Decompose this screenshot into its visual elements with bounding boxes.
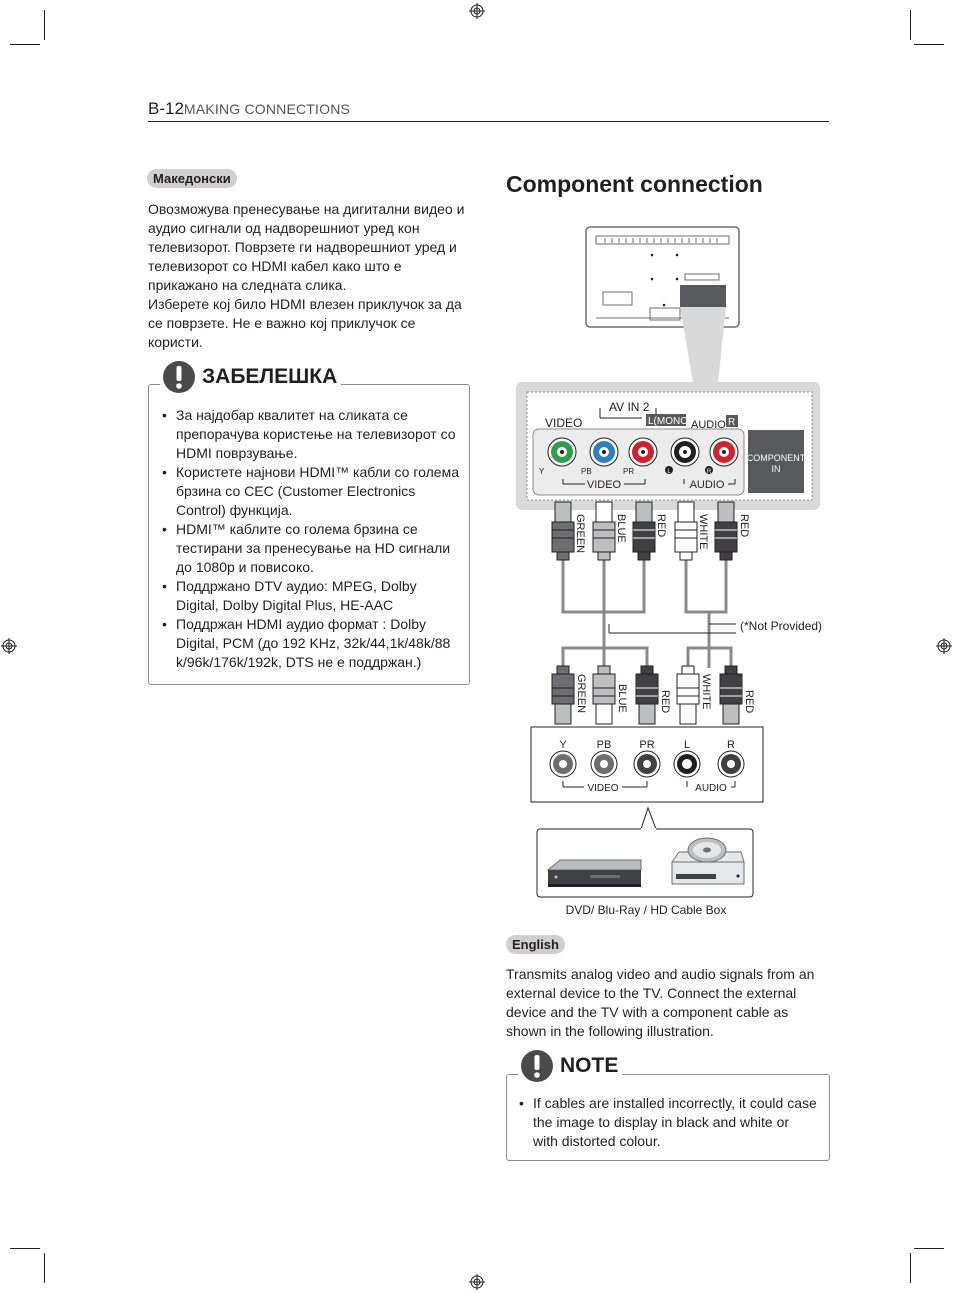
tv-back-illustration	[585, 226, 740, 328]
video-bottom-label: VIDEO	[587, 479, 622, 491]
device-jack-panel: Y PB PR L R VIDEO AUDIO	[530, 726, 764, 803]
cable-label: WHITE	[697, 514, 709, 549]
l-dot-label: L	[667, 469, 671, 475]
cable-label: GREEN	[575, 674, 587, 713]
note-item: HDMI™ каблите со голема брзина се тестир…	[160, 520, 460, 577]
language-label-macedonian: Македонски	[147, 169, 237, 188]
component-connection-diagram: COMPONENT IN AV IN 2 VIDEO L(MONO) AUDIO…	[516, 226, 822, 917]
registration-mark-icon	[469, 1274, 485, 1290]
cable-labels-top: GREEN BLUE RED WHITE RED	[574, 514, 750, 553]
note-list: If cables are installed incorrectly, it …	[517, 1094, 817, 1151]
note-box-english: If cables are installed incorrectly, it …	[506, 1074, 830, 1161]
cable-label: GREEN	[574, 514, 586, 553]
note-list: За најдобар квалитет на сликата се препо…	[160, 406, 460, 672]
note-title: NOTE	[560, 1054, 619, 1077]
plug-set-top	[551, 501, 738, 561]
cable-label: BLUE	[615, 514, 627, 543]
cable-label: RED	[743, 690, 755, 713]
pb-label: PB	[597, 739, 612, 751]
video-label: VIDEO	[587, 783, 618, 794]
section-title: MAKING CONNECTIONS	[183, 101, 351, 117]
note-item: За најдобар квалитет на сликата се препо…	[160, 406, 460, 463]
video-label: VIDEO	[545, 416, 582, 430]
component-in-label: IN	[772, 464, 781, 474]
r-label: R	[728, 417, 735, 428]
note-item: If cables are installed incorrectly, it …	[517, 1094, 817, 1151]
component-in-label: COMPONENT	[747, 453, 806, 463]
crop-mark	[910, 10, 911, 40]
cable-label: RED	[659, 690, 671, 713]
pb-label: PB	[581, 467, 592, 476]
cable-label: RED	[738, 514, 750, 537]
note-item: Поддржано DTV аудио: MPEG, Dolby Digital…	[160, 577, 460, 615]
language-label-english: English	[506, 935, 565, 954]
av-in-label: AV IN 2	[609, 400, 650, 414]
crop-mark	[914, 44, 944, 45]
device-caption: DVD/ Blu-Ray / HD Cable Box	[566, 903, 727, 917]
pr-label: PR	[639, 739, 654, 751]
note-item: Поддржан HDMI аудио формат : Dolby Digit…	[160, 615, 460, 672]
page-number: B-12	[148, 99, 184, 118]
exclamation-icon	[521, 1050, 553, 1082]
jack-green	[547, 437, 577, 467]
crop-mark	[10, 1248, 40, 1249]
audio-label: AUDIO	[691, 419, 726, 431]
jack-red	[628, 437, 658, 467]
not-provided-label: (*Not Provided)	[740, 619, 822, 633]
tv-jack-panel: COMPONENT IN AV IN 2 VIDEO L(MONO) AUDIO…	[516, 382, 820, 510]
note-item: Користете најнови HDMI™ кабли со голема …	[160, 463, 460, 520]
note-title: ЗАБЕЛЕШКА	[202, 365, 338, 388]
note-header: ЗАБЕЛЕШКА	[160, 360, 342, 394]
cable-label: RED	[655, 514, 667, 537]
cable-wires	[561, 560, 733, 668]
registration-mark-icon	[936, 638, 952, 654]
cable-label: WHITE	[700, 674, 712, 709]
registration-mark-icon	[1, 638, 17, 654]
crop-mark	[910, 1253, 911, 1283]
y-label: Y	[539, 467, 545, 476]
paragraph: Овозможува пренесување на дигитални виде…	[148, 201, 465, 293]
cable-labels-bottom: GREEN BLUE RED WHITE RED	[575, 674, 755, 713]
audio-bottom-label: AUDIO	[690, 479, 725, 491]
pr-label: PR	[623, 467, 634, 476]
page-header: B-12MAKING CONNECTIONS	[148, 99, 829, 122]
section-heading: Component connection	[506, 171, 763, 197]
jack-white	[670, 437, 700, 467]
jack-blue	[589, 437, 619, 467]
l-mono-label: L(MONO)	[648, 416, 691, 427]
english-description: Transmits analog video and audio signals…	[506, 966, 815, 1039]
crop-mark	[10, 44, 40, 45]
device-illustration	[536, 828, 754, 898]
r-dot-label: R	[707, 469, 712, 475]
jack-red-audio	[709, 437, 739, 467]
crop-mark	[44, 10, 45, 40]
plug-set-bottom	[551, 665, 743, 725]
crop-mark	[914, 1248, 944, 1249]
cable-label: BLUE	[616, 684, 628, 713]
paragraph: Изберете кој било HDMI влезен приклучок …	[148, 296, 462, 350]
l-label: L	[684, 739, 690, 751]
y-label: Y	[559, 739, 567, 751]
crop-mark	[44, 1253, 45, 1283]
r-label: R	[727, 739, 735, 751]
note-header: NOTE	[518, 1049, 623, 1083]
exclamation-icon	[163, 361, 195, 393]
macedonian-description: Овозможува пренесување на дигитални виде…	[148, 200, 466, 352]
audio-label: AUDIO	[695, 783, 727, 794]
registration-mark-icon	[469, 3, 485, 19]
note-box-macedonian: За најдобар квалитет на сликата се препо…	[148, 384, 470, 685]
